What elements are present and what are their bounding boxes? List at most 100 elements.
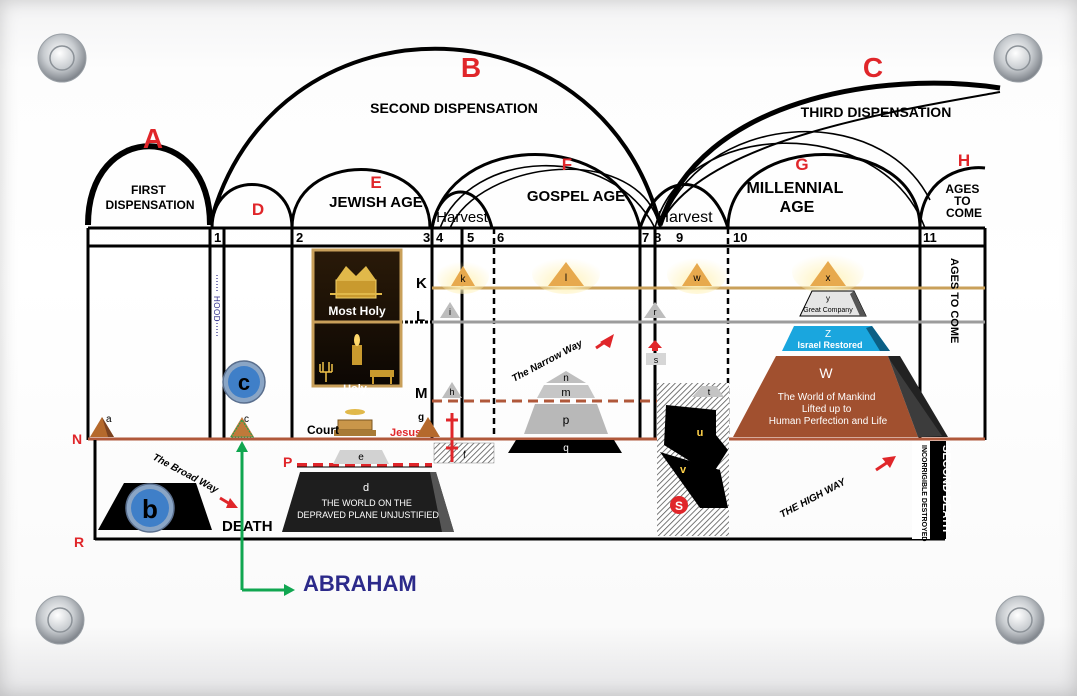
screw-icon — [993, 33, 1043, 83]
altar-of-incense-icon — [352, 334, 362, 365]
age-bands — [88, 226, 985, 248]
pyramid-g: g — [416, 412, 440, 437]
third-dispensation-title: THIRD DISPENSATION — [801, 104, 952, 120]
divider-number: 3 — [423, 230, 430, 245]
hood-label: HOOD — [212, 296, 221, 322]
millennial-pyramid: y Great Company Z Israel Restored W The … — [733, 290, 948, 437]
plane-k-label: K — [416, 275, 427, 292]
divider-number: 7 — [642, 230, 649, 245]
divider-number: 11 — [923, 230, 937, 245]
ages-to-come-vertical: AGES TO COME — [948, 258, 960, 343]
court-label: Court — [307, 423, 339, 437]
jesus-label: Jesus — [390, 427, 421, 439]
most-holy-label: Most Holy — [328, 304, 386, 318]
letter-e: E — [370, 173, 381, 192]
pyramid-g-label: g — [418, 412, 424, 423]
pyramid-s-label: s — [654, 355, 659, 365]
pyramid-i-label: i — [449, 307, 451, 317]
pyramid-i: i — [440, 302, 460, 318]
pyramid-r-label: r — [654, 307, 657, 317]
high-way: THE HIGH WAY — [778, 456, 896, 521]
pyramid-c-label: c — [244, 414, 249, 425]
plane-p-label: P — [283, 454, 292, 470]
sunburst-l: l — [532, 254, 600, 294]
divider-number: 6 — [497, 230, 504, 245]
divider-number: 10 — [733, 230, 747, 245]
divider-number: 1 — [214, 230, 221, 245]
pyramid-c: c — [230, 414, 254, 438]
s-label: S — [675, 499, 683, 513]
depraved-label: THE WORLD ON THE DEPRAVED PLANE UNJUSTIF… — [297, 498, 439, 520]
screw-icon — [35, 595, 85, 645]
z-label: Z — [825, 329, 831, 340]
pyramid-d: d THE WORLD ON THE DEPRAVED PLANE UNJUST… — [282, 472, 454, 532]
tabernacle-panel: Most Holy Holy — [311, 248, 403, 395]
pyramid-e-label: e — [358, 452, 364, 463]
holy-label: Holy — [343, 383, 368, 395]
sunburst-w: w — [667, 254, 727, 294]
pyramid-y-label: y — [826, 294, 830, 303]
pyramid-s: s — [646, 340, 666, 365]
pyramid-h-label: h — [449, 387, 454, 397]
divider-number: 8 — [654, 230, 661, 245]
jewish-age-title: JEWISH AGE — [329, 194, 423, 211]
divider-number: 9 — [676, 230, 683, 245]
plane-l-label: L — [416, 308, 425, 325]
menorah-icon — [319, 362, 333, 382]
lower-frame — [93, 440, 945, 541]
w-label: W — [819, 365, 833, 381]
laver-altar-icon — [334, 409, 376, 436]
letter-f: F — [562, 155, 572, 174]
harvest-column: u v t S — [657, 383, 729, 536]
letter-g: G — [795, 155, 808, 174]
death-label: DEATH — [222, 518, 273, 535]
pyramid-f-label: f — [463, 450, 466, 461]
pyramid-p-label: p — [563, 413, 570, 427]
millennial-age-title: MILLENNIAL AGE — [746, 180, 847, 216]
pyramid-m-label: m — [561, 387, 570, 399]
letter-h: H — [958, 151, 970, 170]
table-of-shewbread-icon — [370, 370, 394, 384]
divider-number: 2 — [296, 230, 303, 245]
letter-b: B — [461, 52, 481, 83]
incorrigible-label: INCORRIGIBLE DESTROYED — [920, 445, 927, 541]
letter-a: A — [143, 123, 163, 154]
screw-icon — [995, 595, 1045, 645]
harvest-label-2: Harvest — [657, 209, 713, 226]
pyramid-d-label: d — [363, 482, 369, 494]
high-way-label: THE HIGH WAY — [778, 476, 848, 520]
pyramid-t-label: t — [708, 387, 711, 397]
great-company-label: Great Company — [803, 307, 853, 314]
cross-icon — [446, 413, 458, 438]
age-arches — [210, 130, 986, 229]
sunburst-x: x — [792, 250, 864, 294]
pyramid-q-label: q — [563, 443, 569, 454]
pyramid-n-label: n — [563, 373, 569, 384]
second-death-label: SECOND DEATH — [940, 445, 952, 532]
second-death-bar: SECOND DEATH INCORRIGIBLE DESTROYED — [912, 441, 952, 541]
pyramid-l-label: l — [565, 273, 567, 284]
ages-to-come-title: AGES TO COME — [945, 182, 982, 220]
circle-b-label: b — [142, 494, 158, 524]
ark-of-covenant-icon — [330, 266, 382, 299]
israel-restored-label: Israel Restored — [797, 340, 862, 350]
screw-icon — [37, 33, 87, 83]
plane-m-label: M — [415, 385, 428, 402]
pyramid-h: h — [442, 382, 462, 398]
pyramid-e: e — [333, 450, 389, 464]
pyramid-k-label: k — [461, 274, 467, 285]
harvest-label-1: Harvest — [436, 209, 489, 226]
circle-b-badge: b — [125, 483, 175, 533]
pyramid-w-small-label: w — [692, 273, 701, 284]
divider-number: 5 — [467, 230, 474, 245]
age-dividers-dashed — [492, 228, 730, 440]
pyramid-a: a — [90, 414, 114, 437]
circle-c-badge: c — [222, 360, 266, 404]
abraham-arrow — [236, 441, 295, 596]
plane-r-label: R — [74, 534, 84, 550]
pyramid-x-label: x — [826, 273, 831, 284]
f-box: f — [433, 440, 495, 464]
first-dispensation-title: FIRST DISPENSATION — [105, 183, 194, 212]
